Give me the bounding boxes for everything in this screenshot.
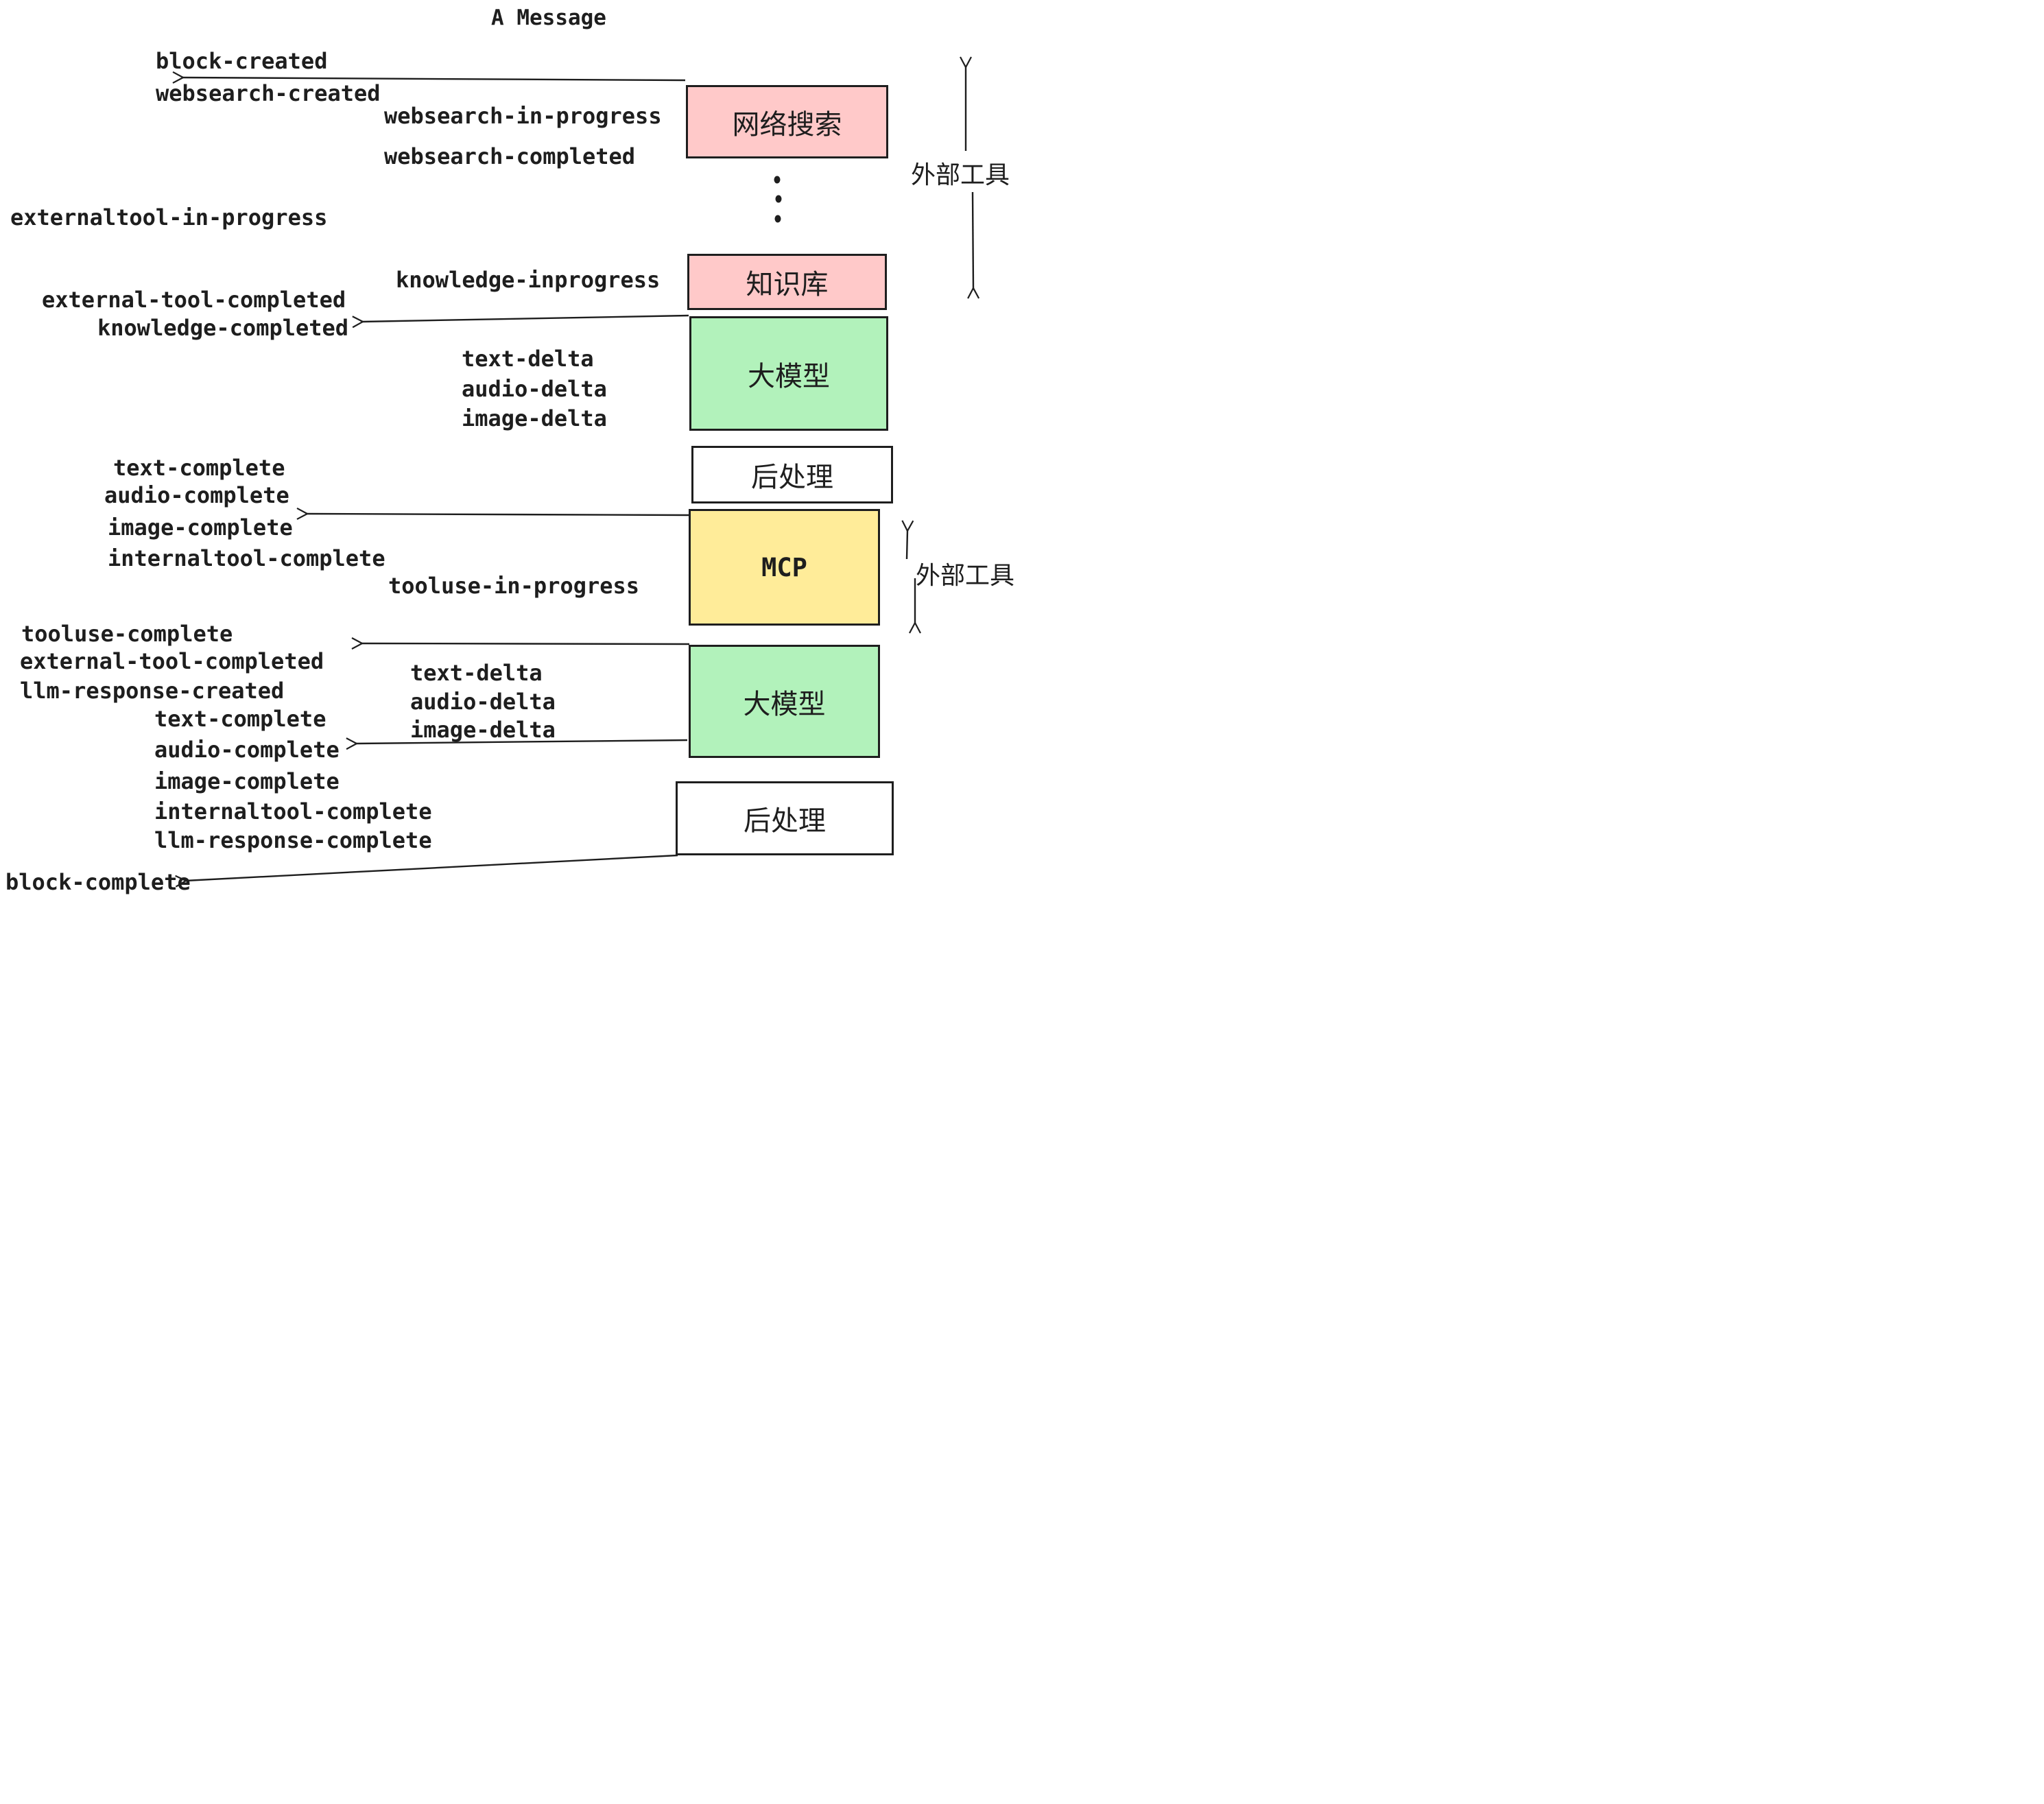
box-llm-1-label: 大模型 — [748, 360, 830, 392]
external-tools-label-1: 外部工具 — [911, 161, 1010, 189]
event-label-image-delta-2: image-delta — [410, 717, 556, 743]
event-label-knowledge-completed: knowledge-completed — [97, 315, 349, 341]
box-llm-2: 大模型 — [689, 645, 880, 758]
event-label-websearch-completed: websearch-completed — [384, 143, 636, 169]
event-label-text-complete-2: text-complete — [154, 706, 326, 732]
box-knowledge: 知识库 — [687, 254, 887, 310]
ellipsis-dots-icon — [774, 176, 782, 223]
event-label-image-complete-1: image-complete — [108, 514, 293, 541]
event-label-internaltool-complete-1: internaltool-complete — [108, 545, 385, 571]
event-label-audio-complete-1: audio-complete — [104, 482, 289, 508]
event-label-text-delta-1: text-delta — [462, 346, 594, 372]
box-postprocess-2-label: 后处理 — [744, 805, 826, 837]
event-label-audio-delta-2: audio-delta — [410, 689, 556, 715]
box-mcp-label: MCP — [761, 552, 807, 582]
arrow-block-complete — [175, 854, 678, 888]
event-label-text-complete-1: text-complete — [113, 455, 285, 481]
event-label-image-complete-2: image-complete — [154, 768, 340, 794]
box-postprocess-1: 后处理 — [691, 446, 893, 503]
event-label-block-created: block-created — [156, 48, 328, 74]
event-label-tooluse-complete: tooluse-complete — [21, 621, 233, 647]
event-label-text-delta-2: text-delta — [410, 660, 543, 686]
event-label-llm-response-created: llm-response-created — [20, 678, 285, 704]
box-knowledge-label: 知识库 — [746, 269, 829, 300]
arrow-knowledge-completed — [352, 314, 689, 329]
event-label-block-complete: block-complete — [5, 869, 191, 895]
event-label-externaltool-in-progress: externaltool-in-progress — [10, 204, 328, 230]
arrow-image-complete — [296, 507, 691, 520]
event-label-audio-complete-2: audio-complete — [154, 737, 340, 763]
box-mcp: MCP — [689, 509, 880, 626]
event-label-external-tool-completed-2: external-tool-completed — [20, 648, 324, 674]
event-label-websearch-created: websearch-created — [156, 80, 381, 106]
box-llm-2-label: 大模型 — [743, 688, 826, 720]
arrow-tooluse-complete — [351, 637, 690, 650]
box-websearch: 网络搜索 — [686, 85, 888, 158]
event-label-image-delta-1: image-delta — [462, 405, 607, 431]
event-label-tooluse-in-progress: tooluse-in-progress — [388, 573, 640, 599]
diagram-canvas: A Message block-created websearch-create… — [0, 0, 1022, 902]
diagram-title: A Message — [491, 5, 606, 30]
event-label-audio-delta-1: audio-delta — [462, 376, 607, 402]
box-websearch-label: 网络搜索 — [732, 108, 842, 141]
event-label-knowledge-inprogress: knowledge-inprogress — [396, 267, 661, 293]
event-label-llm-response-complete: llm-response-complete — [154, 827, 432, 853]
box-postprocess-2: 后处理 — [676, 781, 894, 855]
box-llm-1: 大模型 — [689, 316, 888, 431]
event-label-internaltool-complete-2: internaltool-complete — [154, 798, 432, 824]
event-label-external-tool-completed-1: external-tool-completed — [42, 287, 346, 313]
event-label-websearch-in-progress: websearch-in-progress — [384, 103, 662, 129]
external-tools-label-2: 外部工具 — [916, 562, 1015, 590]
box-postprocess-1-label: 后处理 — [751, 462, 833, 493]
